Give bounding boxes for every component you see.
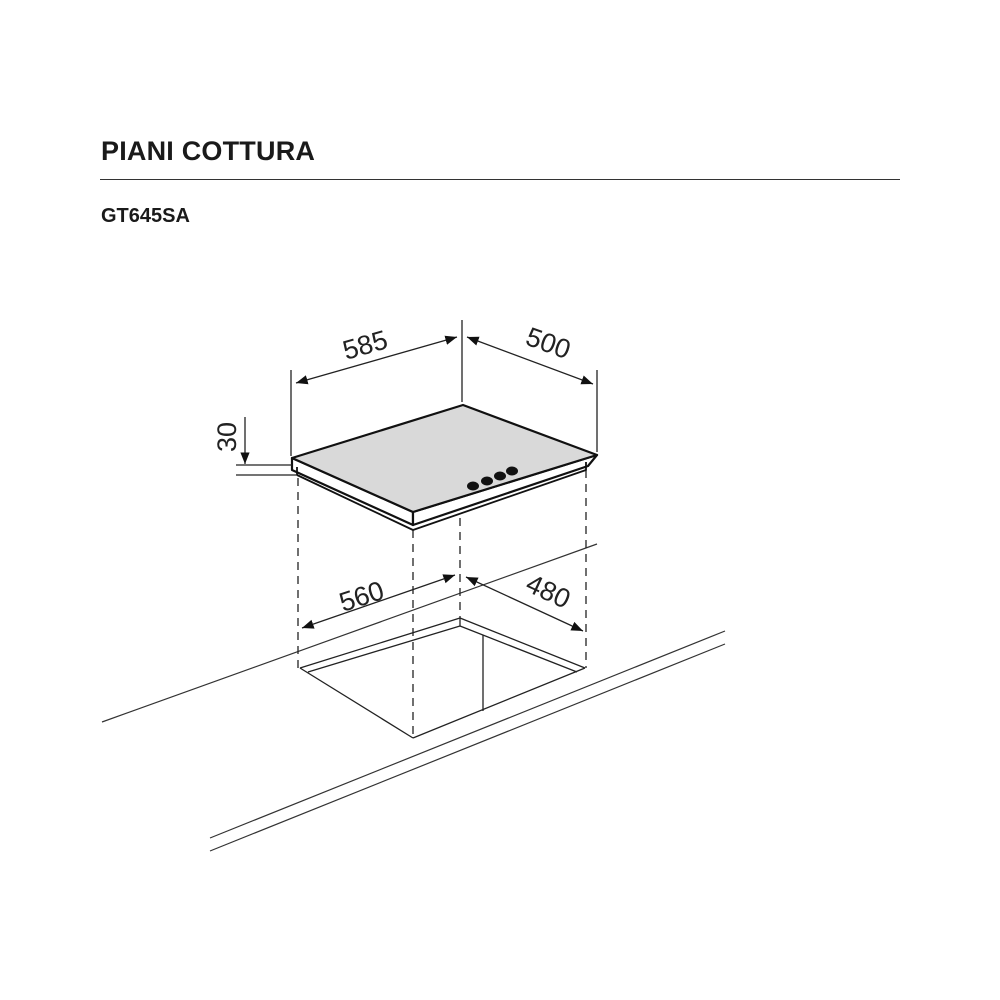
cutout-depth-arrow — [465, 576, 584, 632]
hob — [290, 403, 599, 531]
cutout-width-label: 560 — [336, 575, 388, 617]
page-title: PIANI COTTURA — [101, 136, 316, 166]
cutout-depth-label: 480 — [521, 568, 575, 614]
cutout-width-arrow — [301, 574, 456, 629]
knob-icon — [494, 471, 506, 481]
depth-arrow — [466, 336, 594, 385]
title-divider — [100, 179, 900, 180]
countertop — [101, 543, 726, 852]
projection-lines — [297, 470, 587, 738]
knob-icon — [467, 481, 479, 491]
width-arrow — [295, 335, 458, 385]
knob-icon — [506, 466, 518, 476]
hob-top-surface — [290, 403, 599, 514]
width-label: 585 — [339, 325, 391, 366]
knob-icon — [481, 476, 493, 486]
height-label: 30 — [212, 422, 242, 452]
control-knobs — [467, 466, 518, 491]
extension-lines — [236, 320, 598, 476]
depth-label: 500 — [522, 321, 575, 365]
model-code: GT645SA — [101, 205, 190, 227]
